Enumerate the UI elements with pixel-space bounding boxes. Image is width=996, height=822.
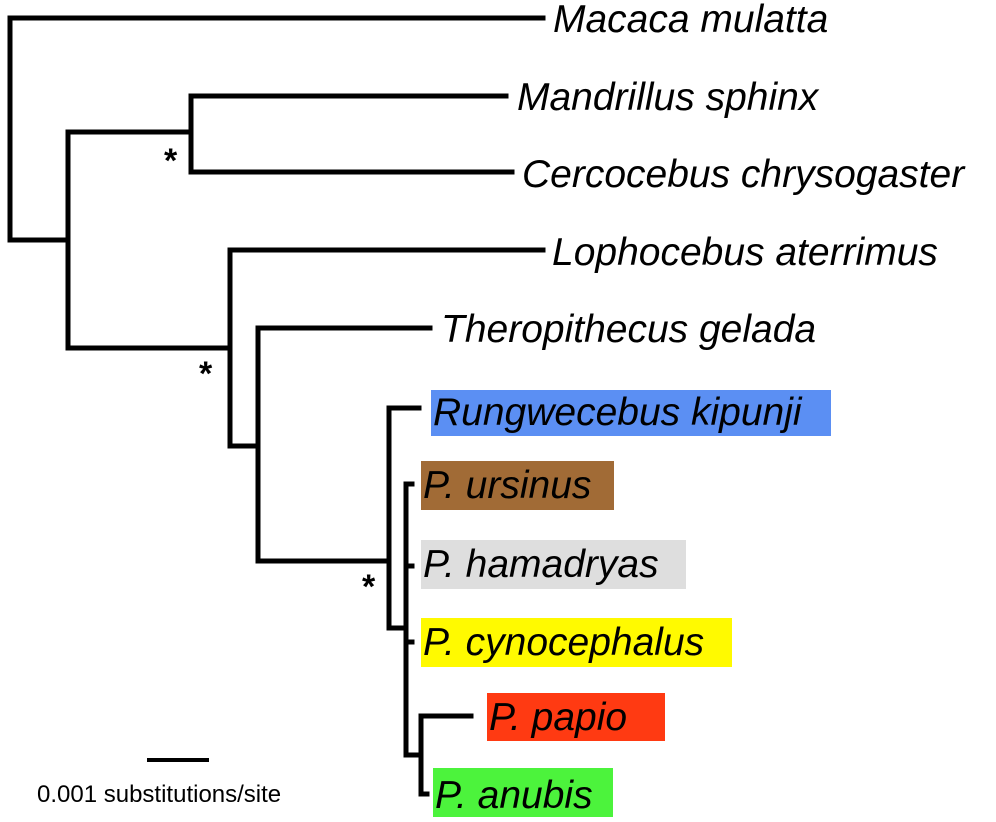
support-marker-papionina: * xyxy=(199,355,213,393)
leaf-label-mandrillus: Mandrillus sphinx xyxy=(517,76,820,119)
tree-branches xyxy=(7,15,546,797)
highlight-papio xyxy=(487,693,665,741)
leaf-label-rungwecebus: Rungwecebus kipunji xyxy=(433,391,803,434)
leaf-label-papio: P. papio xyxy=(489,696,627,739)
support-marker-papio-rungwecebus: * xyxy=(362,568,376,606)
leaf-label-theropithecus: Theropithecus gelada xyxy=(441,308,816,351)
leaf-label-hamadryas: P. hamadryas xyxy=(423,543,659,586)
support-marker-mandrillus-cercocebus: * xyxy=(164,142,178,180)
leaf-label-ursinus: P. ursinus xyxy=(423,464,591,507)
leaf-label-anubis: P. anubis xyxy=(435,774,593,817)
highlight-cynocephalus xyxy=(421,618,732,667)
highlight-hamadryas xyxy=(421,540,686,589)
highlight-anubis xyxy=(433,768,613,817)
leaf-label-cynocephalus: P. cynocephalus xyxy=(423,621,704,664)
leaf-label-macaca: Macaca mulatta xyxy=(553,0,828,41)
leaf-label-lophocebus: Lophocebus aterrimus xyxy=(552,231,938,274)
highlight-rungwecebus xyxy=(431,390,831,436)
leaf-label-cercocebus: Cercocebus chrysogaster xyxy=(522,153,966,196)
highlight-ursinus xyxy=(421,461,614,510)
scale-bar-label: 0.001 substitutions/site xyxy=(37,781,281,808)
